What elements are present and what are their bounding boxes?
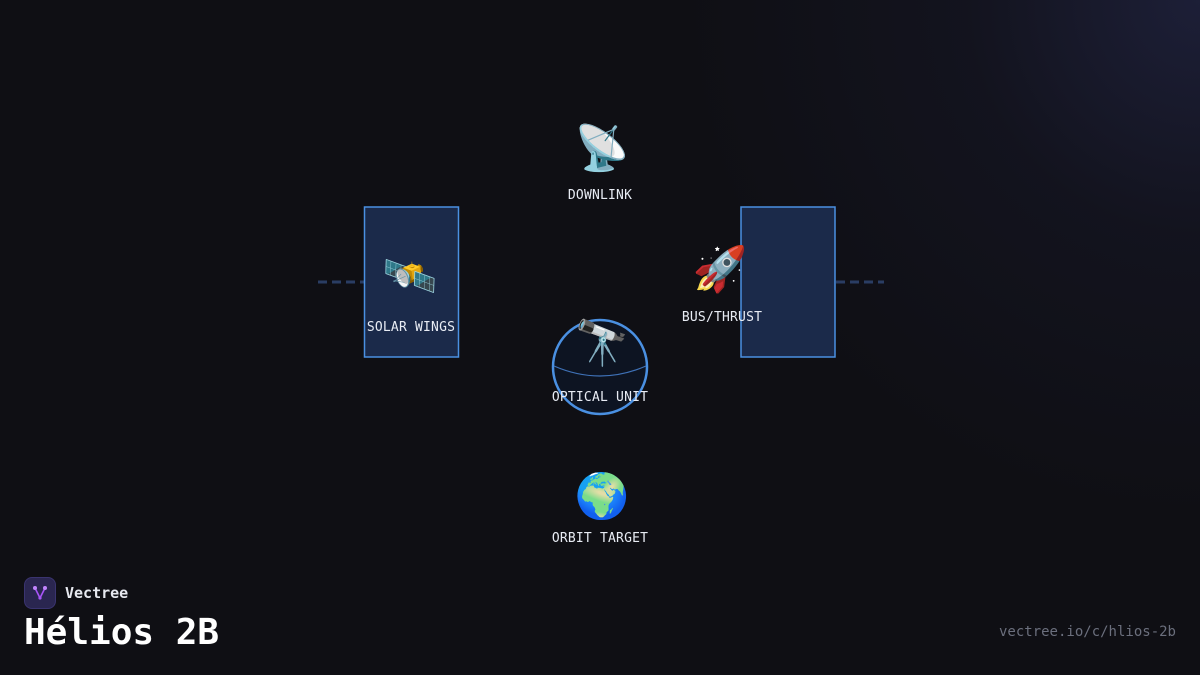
node-label-bus-thrust: BUS/THRUST (682, 310, 762, 325)
source-url[interactable]: vectree.io/c/hlios-2b (998, 624, 1176, 640)
satellite-dish-icon: 📡 (575, 120, 630, 174)
solar-wing-panel-left (363, 206, 460, 358)
node-solar-wings: 🛰️ SOLAR WINGS (367, 251, 455, 335)
rocket-icon: 🚀 (693, 244, 748, 295)
brand-name: Vectree (65, 584, 129, 602)
brand: Vectree (24, 577, 128, 609)
optical-unit-ring (551, 318, 649, 416)
node-label-orbit-target: ORBIT TARGET (552, 531, 648, 546)
node-label-downlink: DOWNLINK (568, 188, 632, 203)
optical-unit-horizon (553, 365, 647, 377)
node-label-optical-unit: OPTICAL UNIT (552, 390, 648, 405)
telescope-icon: 🔭 (575, 318, 630, 369)
node-label-solar-wings: SOLAR WINGS (367, 320, 455, 335)
page-title: Hélios 2B (24, 612, 220, 653)
node-bus-thrust: 🚀 BUS/THRUST (682, 244, 762, 325)
node-downlink: 📡 DOWNLINK (568, 120, 632, 203)
solar-wing-panel-right (740, 206, 836, 358)
node-orbit-target: 🌍 ORBIT TARGET (552, 471, 648, 546)
branch-logo-icon (24, 577, 56, 609)
node-optical-unit: 🔭 OPTICAL UNIT (552, 318, 648, 405)
globe-icon: 🌍 (575, 471, 630, 522)
satellite-icon: 🛰️ (383, 251, 438, 302)
